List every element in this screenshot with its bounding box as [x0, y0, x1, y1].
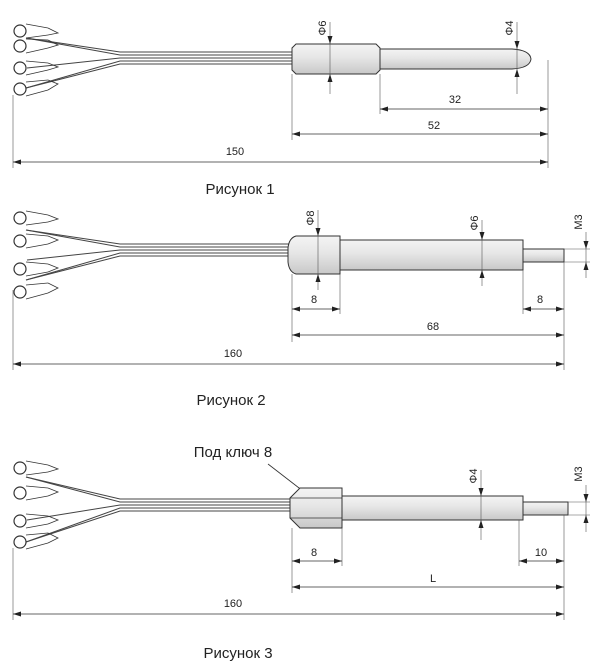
hex-head [289, 487, 343, 529]
figure-1: 150 52 32 Φ6 Φ4 Рисунок 1 [12, 21, 549, 198]
dim-probe-length: 52 [428, 120, 440, 132]
dim-head-length: 8 [311, 547, 317, 559]
dim-head-length: 8 [311, 294, 317, 306]
sensor-head [287, 235, 341, 275]
dim-sleeve-diameter: Φ6 [317, 21, 329, 36]
sensor-thread [522, 248, 565, 263]
ring-terminals [13, 23, 60, 97]
dim-probe-length: L [430, 573, 436, 585]
sensor-tube [341, 495, 524, 521]
dim-total-length: 160 [224, 348, 242, 360]
dim-probe-length: 68 [427, 321, 439, 333]
dim-tube-diameter: Φ6 [469, 216, 481, 231]
dim-head-diameter: Φ8 [305, 211, 317, 226]
sensor-tip [379, 48, 532, 70]
dim-tip-diameter: Φ4 [504, 21, 516, 36]
sensor-tube [339, 239, 524, 271]
dim-total-length: 160 [224, 598, 242, 610]
ring-terminals [13, 210, 60, 300]
figure-caption: Рисунок 1 [205, 181, 274, 198]
dim-tip-length: 32 [449, 94, 461, 106]
lead-wires [25, 229, 292, 281]
sensor-thread [522, 501, 569, 516]
figure-caption: Рисунок 3 [203, 645, 272, 662]
figure-3: Под ключ 8 [12, 444, 590, 662]
dim-thread-size: M3 [573, 466, 585, 481]
wrench-size-callout: Под ключ 8 [194, 444, 272, 461]
figure-caption: Рисунок 2 [196, 392, 265, 409]
lead-wires [25, 37, 295, 89]
dim-thread-length: 10 [535, 547, 547, 559]
dim-thread-size: M3 [573, 214, 585, 229]
dim-tube-diameter: Φ4 [468, 469, 480, 484]
dim-total-length: 150 [226, 146, 244, 158]
dim-thread-length: 8 [537, 294, 543, 306]
figure-2: 160 68 8 8 Φ8 Φ6 M3 Рисунок 2 [12, 210, 590, 409]
ring-terminals [13, 460, 60, 550]
sensor-sleeve [291, 43, 381, 75]
lead-wires [25, 476, 292, 543]
